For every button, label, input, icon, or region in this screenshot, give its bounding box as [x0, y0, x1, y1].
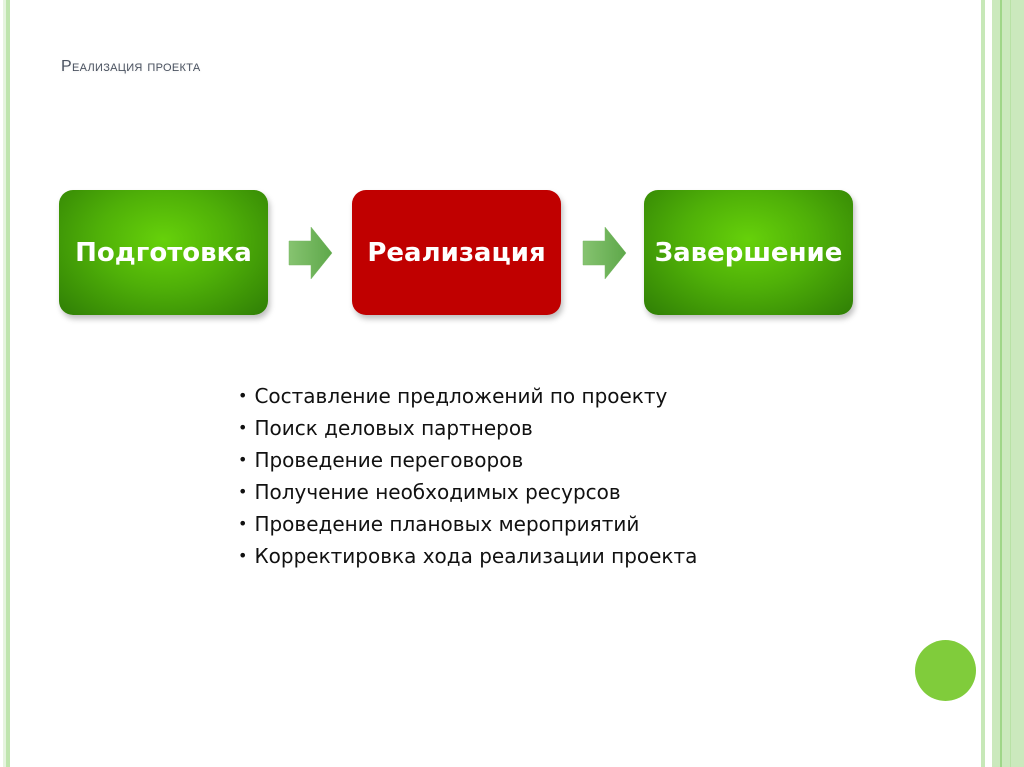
right-border-line — [1000, 0, 1002, 767]
list-item: Проведение переговоров — [238, 445, 697, 477]
list-item: Проведение плановых мероприятий — [238, 509, 697, 541]
step-preparation: Подготовка — [59, 190, 268, 315]
slide-title: Реализация проекта — [61, 58, 201, 75]
right-arrow-icon — [288, 226, 333, 280]
list-item: Корректировка хода реализации проекта — [238, 541, 697, 573]
step-label: Завершение — [654, 237, 843, 268]
right-arrow-icon — [582, 226, 627, 280]
right-border-stripe-thin — [981, 0, 985, 767]
left-border-stripe — [6, 0, 10, 767]
step-label: Реализация — [367, 237, 546, 268]
step-completion: Завершение — [644, 190, 853, 315]
left-border-stripe-faint — [3, 0, 6, 767]
list-item: Поиск деловых партнеров — [238, 413, 697, 445]
list-item: Составление предложений по проекту — [238, 381, 697, 413]
bullet-list: Составление предложений по проекту Поиск… — [238, 381, 697, 573]
decorative-circle — [915, 640, 976, 701]
step-label: Подготовка — [75, 237, 252, 268]
right-border-line-light — [1010, 0, 1011, 767]
list-item: Получение необходимых ресурсов — [238, 477, 697, 509]
right-border-band — [992, 0, 1024, 767]
step-implementation: Реализация — [352, 190, 561, 315]
